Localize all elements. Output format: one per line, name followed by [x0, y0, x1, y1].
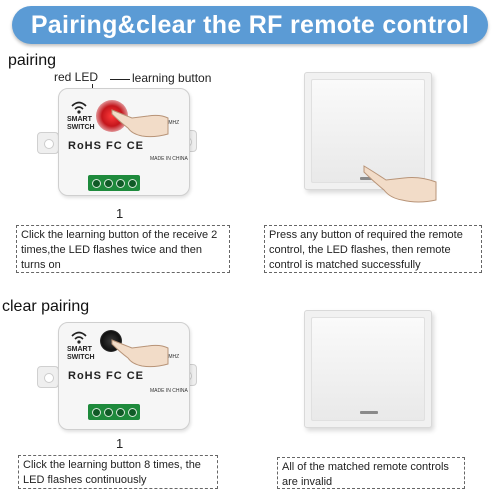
terminal-screw — [127, 178, 137, 188]
terminal-screw — [115, 178, 125, 188]
terminal-screw — [91, 178, 101, 188]
pointing-hand-icon — [363, 165, 437, 203]
frequency-text: 433MHZ — [160, 354, 180, 360]
terminal-screw — [103, 178, 113, 188]
pairing-section-title: pairing — [8, 52, 57, 69]
clear-section-title: clear pairing — [2, 298, 90, 315]
terminal-screw — [127, 407, 137, 417]
title-banner: Pairing&clear the RF remote control — [12, 6, 488, 44]
red-led-label: red LED — [54, 70, 99, 84]
pairing-step2-note: Press any button of required the remote … — [264, 225, 482, 273]
clear-step1-note: Click the learning button 8 times, the L… — [18, 455, 218, 489]
wifi-icon — [71, 331, 87, 344]
pointing-hand-icon — [111, 339, 169, 368]
made-in-text: MADE IN CHINA — [150, 388, 188, 394]
certification-marks: RoHS FC CE — [68, 140, 144, 152]
terminal-screw — [103, 407, 113, 417]
smart-switch-text: SMART SWITCH — [67, 346, 95, 361]
step-number: 1 — [116, 206, 124, 221]
clear-step2-note: All of the matched remote controls are i… — [277, 457, 465, 489]
mounting-ear-left — [37, 366, 59, 388]
frequency-text: 433MHZ — [160, 120, 180, 126]
certification-marks: RoHS FC CE — [68, 370, 144, 382]
wall-remote-switch[interactable] — [304, 310, 432, 428]
mounting-ear-left — [37, 132, 59, 154]
terminal-screw — [91, 407, 101, 417]
banner-title: Pairing&clear the RF remote control — [30, 10, 470, 39]
leader-line — [110, 79, 130, 80]
step-number: 1 — [116, 436, 124, 451]
switch-indicator — [360, 411, 378, 414]
wifi-icon — [71, 101, 87, 114]
switch-panel — [311, 79, 425, 183]
pairing-step1-note: Click the learning button of the receive… — [16, 225, 230, 273]
terminal-block — [88, 175, 140, 191]
terminal-screw — [115, 407, 125, 417]
smart-switch-text: SMART SWITCH — [67, 116, 95, 131]
switch-panel — [311, 317, 425, 421]
pointing-hand-icon — [111, 109, 169, 138]
switch-indicator — [360, 177, 378, 180]
terminal-block — [88, 404, 140, 420]
made-in-text: MADE IN CHINA — [150, 156, 188, 162]
learning-button-label: learning button — [132, 71, 212, 85]
